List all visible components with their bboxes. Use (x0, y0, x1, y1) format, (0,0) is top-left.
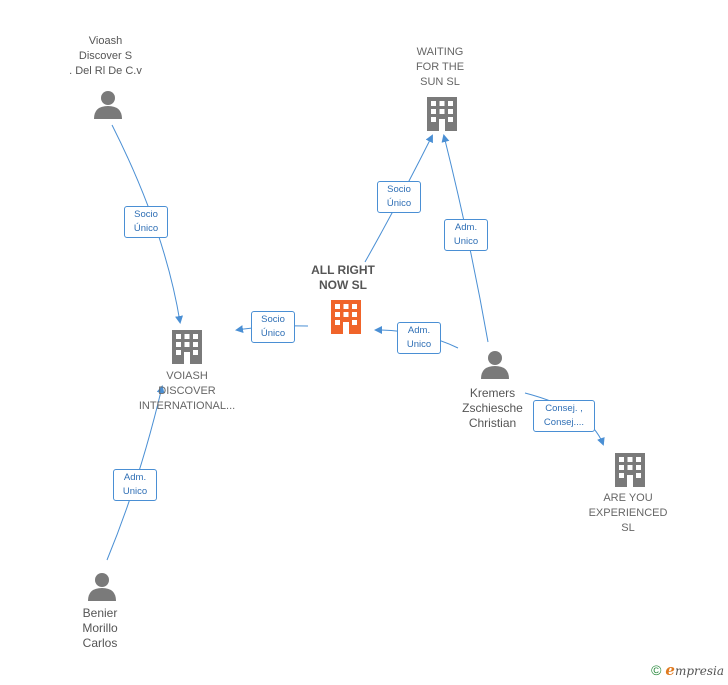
node-label-are-you-experienced[interactable]: ARE YOU EXPERIENCED SL (588, 492, 668, 534)
person-icon (481, 351, 509, 379)
edge-label-kremers-to-areyou[interactable]: Consej. , Consej.... (533, 400, 595, 432)
edge-label-benier-to-voiash[interactable]: Adm. Unico (113, 469, 157, 501)
building-icon (615, 453, 645, 487)
node-label-benier[interactable]: Benier Morillo Carlos (82, 606, 118, 650)
node-label-all-right-now[interactable]: ALL RIGHT NOW SL (311, 263, 375, 292)
edge-label-allright-to-waiting[interactable]: Socio Único (377, 181, 421, 213)
node-label-vioash-person[interactable]: Vioash Discover S . Del Rl De C.v (69, 35, 142, 77)
brand-logo: empresia (665, 661, 724, 679)
node-label-kremers[interactable]: Kremers Zschiesche Christian (462, 386, 523, 430)
brand-name: mpresia (674, 664, 724, 678)
node-label-voiash-discover[interactable]: VOIASH DISCOVER INTERNATIONAL... (138, 370, 236, 412)
edge-label-allright-to-voiash[interactable]: Socio Único (251, 311, 295, 343)
edge-label-kremers-to-waiting[interactable]: Adm. Unico (444, 219, 488, 251)
building-icon (172, 330, 202, 364)
footer-brand: © empresia (651, 661, 724, 679)
edge-label-kremers-to-allright[interactable]: Adm. Unico (397, 322, 441, 354)
edge-label-vioash-to-voiash[interactable]: Socio Único (124, 206, 168, 238)
person-icon (94, 91, 122, 119)
brand-initial: e (665, 661, 675, 679)
building-icon (427, 97, 457, 131)
node-label-waiting-for-the-sun[interactable]: WAITING FOR THE SUN SL (415, 46, 465, 88)
person-icon (88, 573, 116, 601)
building-icon-focus (331, 300, 361, 334)
copyright-symbol: © (651, 662, 662, 678)
